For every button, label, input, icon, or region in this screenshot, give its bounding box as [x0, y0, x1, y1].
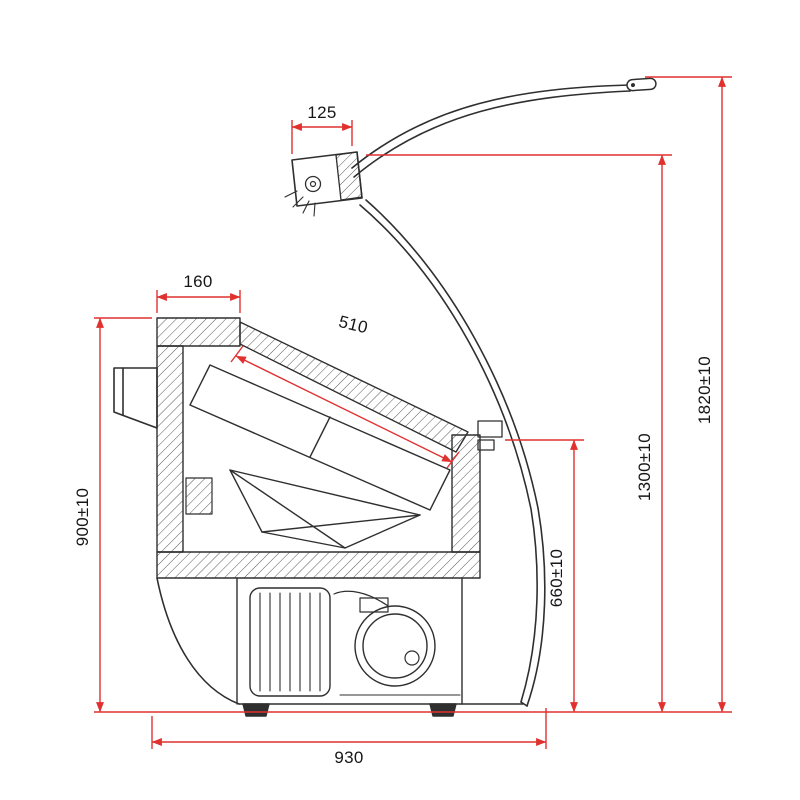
dim-900-lines — [94, 317, 152, 713]
dim-1300-lines — [366, 154, 672, 713]
left-foot — [242, 703, 270, 717]
rear-worktop — [156, 317, 241, 347]
drain-funnel — [229, 469, 421, 549]
glass-handle — [626, 77, 657, 92]
shell-left-curve — [156, 577, 240, 705]
dimension-label-160: 160 — [183, 272, 212, 291]
compressor-port — [404, 650, 420, 666]
dim-125-lines — [291, 120, 353, 154]
lamp-rays — [284, 190, 316, 217]
dimension-label-930: 930 — [334, 748, 363, 767]
condenser-coil — [249, 587, 331, 697]
terminal-box — [359, 597, 389, 613]
price-rail-bracket — [477, 420, 503, 451]
canopy — [284, 151, 363, 217]
lamp-center — [309, 180, 317, 188]
dimension-label-1820: 1820±10 — [695, 356, 714, 424]
dim-660-lines — [505, 439, 584, 713]
dimension-label-660: 660±10 — [547, 549, 566, 607]
lamp-icon — [304, 175, 322, 193]
canopy-insulation — [335, 151, 363, 201]
right-foot — [429, 703, 457, 717]
dimension-label-510: 510 — [337, 312, 370, 338]
line-art — [113, 77, 657, 717]
bottom-wall — [156, 551, 481, 579]
dimension-label-125: 125 — [307, 103, 336, 122]
canopy-outline — [291, 151, 363, 207]
dimension-label-900: 900±10 — [73, 488, 92, 546]
dimension-label-1300: 1300±10 — [635, 433, 654, 501]
display-pans — [185, 364, 451, 549]
compressor — [354, 605, 436, 687]
insulated-body — [156, 317, 481, 579]
machine-compartment — [236, 577, 524, 717]
rear-bumper-box — [113, 367, 158, 429]
dim-1820-lines — [645, 76, 732, 713]
left-wall — [156, 345, 184, 553]
pan-divider — [309, 416, 331, 458]
evaporator-block — [185, 477, 213, 515]
tilted-deck — [239, 321, 469, 453]
dim-930-lines — [151, 708, 547, 749]
dimension-lines — [94, 76, 732, 749]
dim-160-lines — [156, 290, 241, 313]
front-column — [451, 434, 481, 553]
condenser-fins — [259, 592, 321, 692]
glass-closed — [359, 199, 546, 707]
glass-open — [351, 77, 657, 178]
refrigerant-pipe — [333, 590, 389, 607]
dim-510-lines — [230, 345, 460, 469]
compressor-inner — [362, 613, 428, 679]
